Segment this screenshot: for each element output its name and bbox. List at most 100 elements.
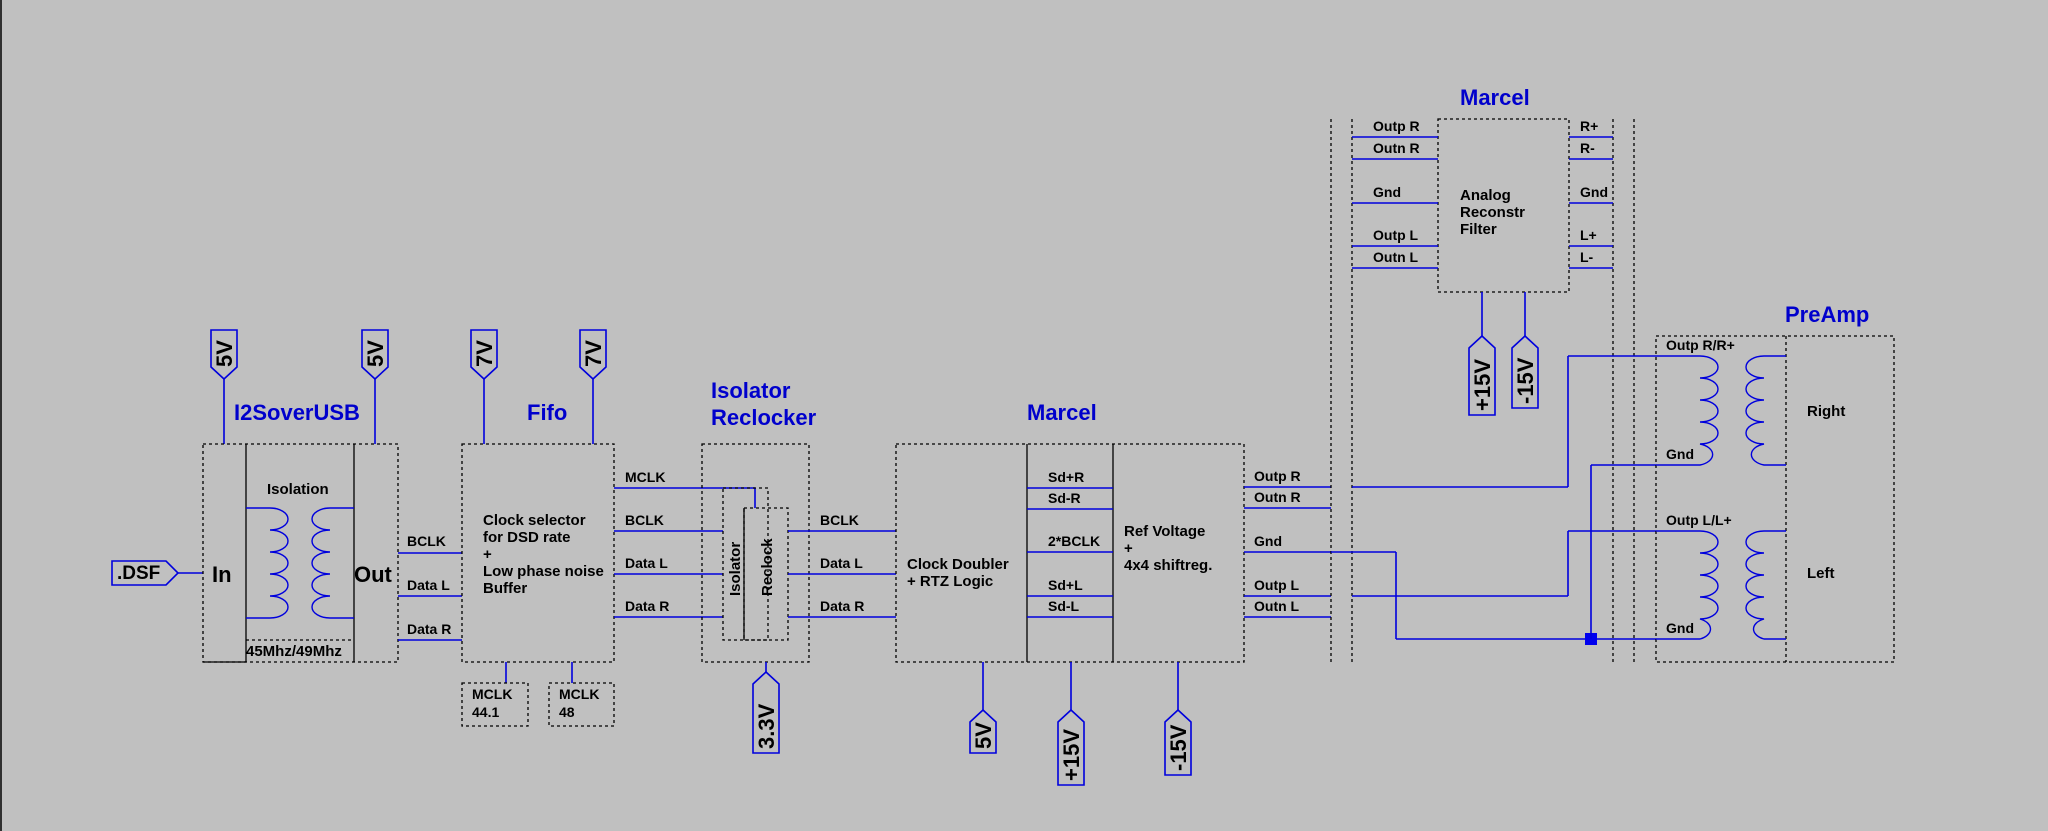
title-i2soverusb: I2SoverUSB [234, 400, 360, 425]
isolation-transformer-icon [246, 507, 354, 619]
power-flag-7v-a: 7V [470, 329, 498, 444]
top-lp-label: L+ [1580, 227, 1597, 243]
svg-text:Clock selector: Clock selector [483, 512, 586, 529]
input-port-dsf: .DSF [111, 560, 203, 586]
svg-text:Clock Doubler: Clock Doubler [907, 556, 1009, 573]
i2s-in-label: In [212, 562, 232, 587]
fifo-bclk-label: BCLK [625, 512, 664, 528]
svg-text:5V: 5V [212, 340, 237, 367]
preamp-left-transformer-icon [1656, 530, 1786, 640]
power-flag-5v-c: 5V [969, 708, 997, 754]
svg-text:+: + [1124, 540, 1133, 557]
svg-text:Analog: Analog [1460, 187, 1511, 204]
top-outnr-label: Outn R [1373, 140, 1420, 156]
svg-text:4x4 shiftreg.: 4x4 shiftreg. [1124, 557, 1212, 574]
title-reclocker: Reclocker [711, 405, 817, 430]
preamp-gnd-l-label: Gnd [1666, 620, 1694, 636]
preamp-right-label: Right [1807, 403, 1845, 420]
iso-bclk-label: BCLK [820, 512, 859, 528]
power-flag-3-3v: 3.3V [752, 670, 780, 754]
power-flag-minus15v-mid: -15V [1164, 708, 1192, 776]
top-rm-label: R- [1580, 140, 1595, 156]
svg-text:MCLK: MCLK [472, 686, 512, 702]
i2s-bclk-label: BCLK [407, 533, 446, 549]
marcel-mid-block: Clock Doubler + RTZ Logic Ref Voltage + … [895, 443, 1245, 663]
i2s-out-label: Out [354, 562, 393, 587]
top-outnl-label: Outn L [1373, 249, 1419, 265]
top-rp-label: R+ [1580, 118, 1598, 134]
fifo-block: Clock selector for DSD rate + Low phase … [461, 443, 615, 663]
svg-text:.DSF: .DSF [117, 563, 160, 584]
title-fifo: Fifo [527, 400, 567, 425]
top-outpr-label: Outp R [1373, 118, 1420, 134]
svg-text:Sd+R: Sd+R [1048, 469, 1084, 485]
svg-text:Filter: Filter [1460, 221, 1497, 238]
top-outpl-label: Outp L [1373, 227, 1419, 243]
svg-text:Sd-R: Sd-R [1048, 490, 1081, 506]
mid-outpl-label: Outp L [1254, 577, 1300, 593]
title-isolator: Isolator [711, 378, 791, 403]
top-gnd-label: Gnd [1373, 184, 1401, 200]
power-flag-minus15v-top: -15V [1511, 334, 1539, 409]
svg-text:5V: 5V [363, 340, 388, 367]
svg-text:+15V: +15V [1470, 359, 1495, 411]
mid-outpr-label: Outp R [1254, 468, 1301, 484]
preamp-gnd-r-label: Gnd [1666, 446, 1694, 462]
fifo-mclk-label: MCLK [625, 469, 665, 485]
svg-text:+: + [483, 546, 492, 563]
preamp-block: Right Left Outp R/R+ Gnd Outp L/L+ Gnd [1655, 335, 1895, 663]
svg-text:3.3V: 3.3V [754, 703, 779, 749]
iso-datal-label: Data L [820, 555, 863, 571]
svg-text:7V: 7V [581, 340, 606, 367]
power-flag-5v-a: 5V [210, 329, 238, 444]
top-lm-label: L- [1580, 249, 1594, 265]
i2soverusb-block: In Out Isolation 45Mhz/49Mhz [202, 443, 399, 663]
reclock-label: Reclock [759, 538, 776, 596]
svg-text:2*BCLK: 2*BCLK [1048, 533, 1100, 549]
isolator-reclocker-block: Isolator Reclock [701, 443, 810, 663]
svg-text:-15V: -15V [1166, 724, 1191, 771]
fifo-datar-label: Data R [625, 598, 669, 614]
svg-text:MCLK: MCLK [559, 686, 599, 702]
title-preamp: PreAmp [1785, 302, 1869, 327]
preamp-outpl-label: Outp L/L+ [1666, 512, 1732, 528]
svg-text:+15V: +15V [1059, 729, 1084, 781]
svg-text:Sd-L: Sd-L [1048, 598, 1080, 614]
mid-outnr-label: Outn R [1254, 489, 1301, 505]
svg-text:+ RTZ Logic: + RTZ Logic [907, 573, 993, 590]
svg-text:Reconstr: Reconstr [1460, 204, 1525, 221]
svg-text:Sd+L: Sd+L [1048, 577, 1083, 593]
preamp-left-label: Left [1807, 565, 1835, 582]
freq-label: 45Mhz/49Mhz [246, 643, 342, 660]
power-flag-5v-b: 5V [361, 329, 389, 444]
svg-text:48: 48 [559, 704, 575, 720]
svg-text:Ref Voltage: Ref Voltage [1124, 523, 1205, 540]
svg-text:7V: 7V [472, 340, 497, 367]
power-flag-plus15v-mid: +15V [1057, 708, 1085, 786]
isolator-label: Isolator [727, 542, 744, 596]
fifo-datal-label: Data L [625, 555, 668, 571]
iso-datar-label: Data R [820, 598, 864, 614]
svg-text:Buffer: Buffer [483, 580, 527, 597]
isolation-label: Isolation [267, 481, 329, 498]
svg-text:44.1: 44.1 [472, 704, 499, 720]
i2s-datar-label: Data R [407, 621, 451, 637]
title-marcel-top: Marcel [1460, 85, 1530, 110]
svg-text:5V: 5V [971, 722, 996, 749]
mid-outnl-label: Outn L [1254, 598, 1300, 614]
title-marcel-mid: Marcel [1027, 400, 1097, 425]
preamp-outpr-label: Outp R/R+ [1666, 337, 1735, 353]
marcel-top-block: Analog Reconstr Filter [1437, 118, 1570, 293]
i2s-datal-label: Data L [407, 577, 450, 593]
power-flag-7v-b: 7V [579, 329, 607, 444]
mclk-48-box: MCLK 48 [548, 682, 615, 727]
preamp-right-transformer-icon [1656, 355, 1786, 466]
power-flag-plus15v-top: +15V [1468, 334, 1496, 416]
mid-gnd-label: Gnd [1254, 533, 1282, 549]
svg-text:-15V: -15V [1513, 357, 1538, 404]
mclk-44-1-box: MCLK 44.1 [461, 682, 529, 727]
svg-text:for DSD rate: for DSD rate [483, 529, 571, 546]
top-gnd-r-label: Gnd [1580, 184, 1608, 200]
svg-text:Low phase noise: Low phase noise [483, 563, 604, 580]
